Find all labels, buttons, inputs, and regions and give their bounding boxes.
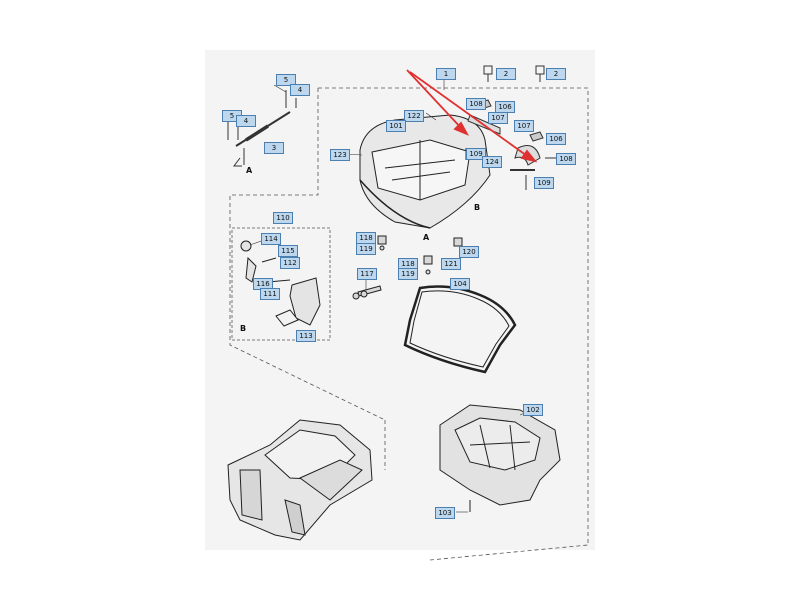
callout-106: 106 [495,101,515,113]
callout-124: 124 [482,156,502,168]
callout-112: 112 [280,257,300,269]
fasteners [352,235,463,300]
callout-3: 3 [264,142,284,154]
assembly-boundary-lower [384,420,589,561]
callout-107: 107 [514,120,534,132]
callout-117: 117 [357,268,377,280]
callout-2: 2 [546,68,566,80]
callout-120: 120 [459,246,479,258]
callout-123: 123 [330,149,350,161]
hood-bracket [240,240,321,327]
view-marker-a: A [246,166,253,175]
body-panel [439,404,561,512]
callout-119: 119 [398,268,418,280]
callout-102: 102 [523,404,543,416]
callout-119: 119 [356,243,376,255]
callout-109: 109 [466,148,486,160]
red-arrows [406,69,538,163]
callout-4: 4 [236,115,256,127]
callout-113: 113 [296,330,316,342]
callout-107: 107 [488,112,508,124]
callout-114: 114 [261,233,281,245]
gas-strut-assembly [227,90,297,167]
callout-5: 5 [276,74,296,86]
seat-cover [359,114,491,229]
callout-110: 110 [273,212,293,224]
callout-109: 109 [534,177,554,189]
callout-101: 101 [386,120,406,132]
hood-seal [403,285,517,374]
callout-108: 108 [556,153,576,165]
callout-122: 122 [404,110,424,122]
view-marker-a: A [423,233,430,242]
view-marker-b: B [240,324,247,333]
callout-115: 115 [278,245,298,257]
callout-2: 2 [496,68,516,80]
callout-106: 106 [546,133,566,145]
callout-1: 1 [436,68,456,80]
view-marker-b: B [474,203,481,212]
callout-111: 111 [260,288,280,300]
vehicle-body [227,419,373,541]
callout-121: 121 [441,258,461,270]
callout-108: 108 [466,98,486,110]
callout-103: 103 [435,507,455,519]
callout-4: 4 [290,84,310,96]
assembly-boundary [229,87,589,545]
callout-104: 104 [450,278,470,290]
